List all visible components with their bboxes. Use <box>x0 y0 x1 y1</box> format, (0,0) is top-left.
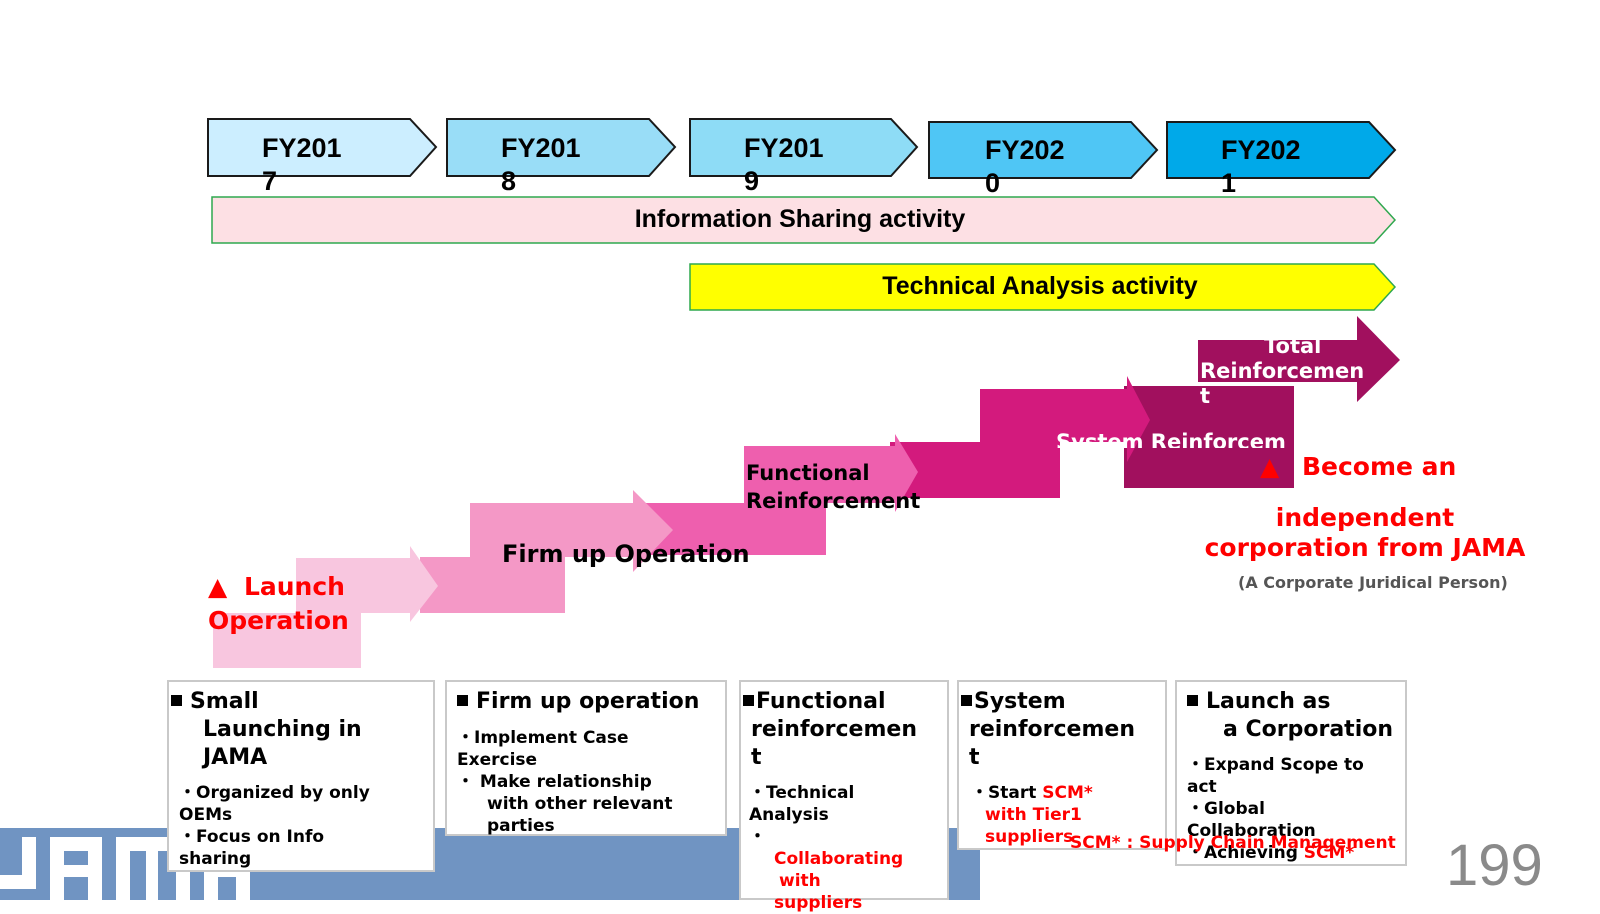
box-small-launching: Small Launching in JAMA ・Organized by on… <box>167 680 435 872</box>
square-bullet-icon <box>961 695 972 706</box>
box-launch-corporation: Launch as a Corporation ・Expand Scope to… <box>1175 680 1407 866</box>
total-label-3: t <box>1200 384 1211 408</box>
box-firm-up-operation: Firm up operation ・Implement Case Exerci… <box>445 680 727 836</box>
box-system-reinforcement: System reinforcemen t ・Start SCM* with T… <box>957 680 1167 850</box>
square-bullet-icon <box>743 695 754 706</box>
box-2-title: Firm up operation <box>457 688 699 716</box>
fy2018-label: FY2018 <box>501 133 581 196</box>
goal-triangle-icon: ▲ <box>1260 452 1280 481</box>
goal-subtitle: (A Corporate Juridical Person) <box>1238 573 1508 592</box>
fy2021-label: FY2021 <box>1221 135 1301 198</box>
functional-label-2: Reinforcement <box>746 489 921 513</box>
box-1-title: Small Launching in JAMA <box>171 688 362 772</box>
firm-up-operation-label: Firm up Operation <box>502 540 750 568</box>
goal-line-1: ▲ Become an <box>1260 452 1457 481</box>
square-bullet-icon <box>1187 695 1198 706</box>
launch-text: Launch <box>243 572 345 601</box>
total-label-1: Total <box>1264 334 1322 358</box>
square-bullet-icon <box>457 695 468 706</box>
system-reinforcement-label: System Reinforcem <box>1056 430 1286 448</box>
box-4-title: System reinforcemen t <box>961 688 1135 772</box>
box-functional-reinforcement: Functional reinforcemen t ・Technical Ana… <box>739 680 949 913</box>
fy2019-label: FY2019 <box>744 133 824 196</box>
box-5-title: Launch as a Corporation <box>1187 688 1393 744</box>
goal-line-3: corporation from JAMA <box>1204 533 1526 562</box>
total-reinforcement-label: Total Reinforcemen t <box>1200 334 1390 409</box>
goal-line-2: independent <box>1275 503 1455 532</box>
functional-reinforcement-label: Functional Reinforcement <box>746 459 920 515</box>
box-3-items: ・Technical Analysis ・ Collaborating with… <box>749 783 904 913</box>
functional-label-1: Functional <box>746 461 870 485</box>
scm-footnote: SCM* : Supply Chain Management <box>1070 833 1396 853</box>
box-3-title: Functional reinforcemen t <box>743 688 917 772</box>
box-2-items: ・Implement Case Exercise ・ Make relation… <box>457 728 673 836</box>
launch-text-2: Operation <box>208 606 349 635</box>
page-number: 199 <box>1446 833 1543 898</box>
system-reinforcement-clip: System Reinforcem <box>1050 426 1290 448</box>
box-1-items: ・Organized by only OEMs ・Focus on Info s… <box>179 783 370 869</box>
fy2017-label: FY2017 <box>262 133 342 196</box>
launch-label: ▲ Launch Operation <box>208 570 408 638</box>
launch-triangle-icon: ▲ <box>208 572 228 601</box>
box-5-items: ・Expand Scope to act ・Global Collaborati… <box>1187 755 1364 863</box>
fy2020-label: FY2020 <box>985 135 1065 198</box>
square-bullet-icon <box>171 695 182 706</box>
box-4-items: ・Start SCM* with Tier1 suppliers <box>971 783 1093 847</box>
technical-analysis-label: Technical Analysis activity <box>882 272 1198 300</box>
info-sharing-label: Information Sharing activity <box>634 205 966 233</box>
total-label-2: Reinforcemen <box>1200 359 1365 383</box>
